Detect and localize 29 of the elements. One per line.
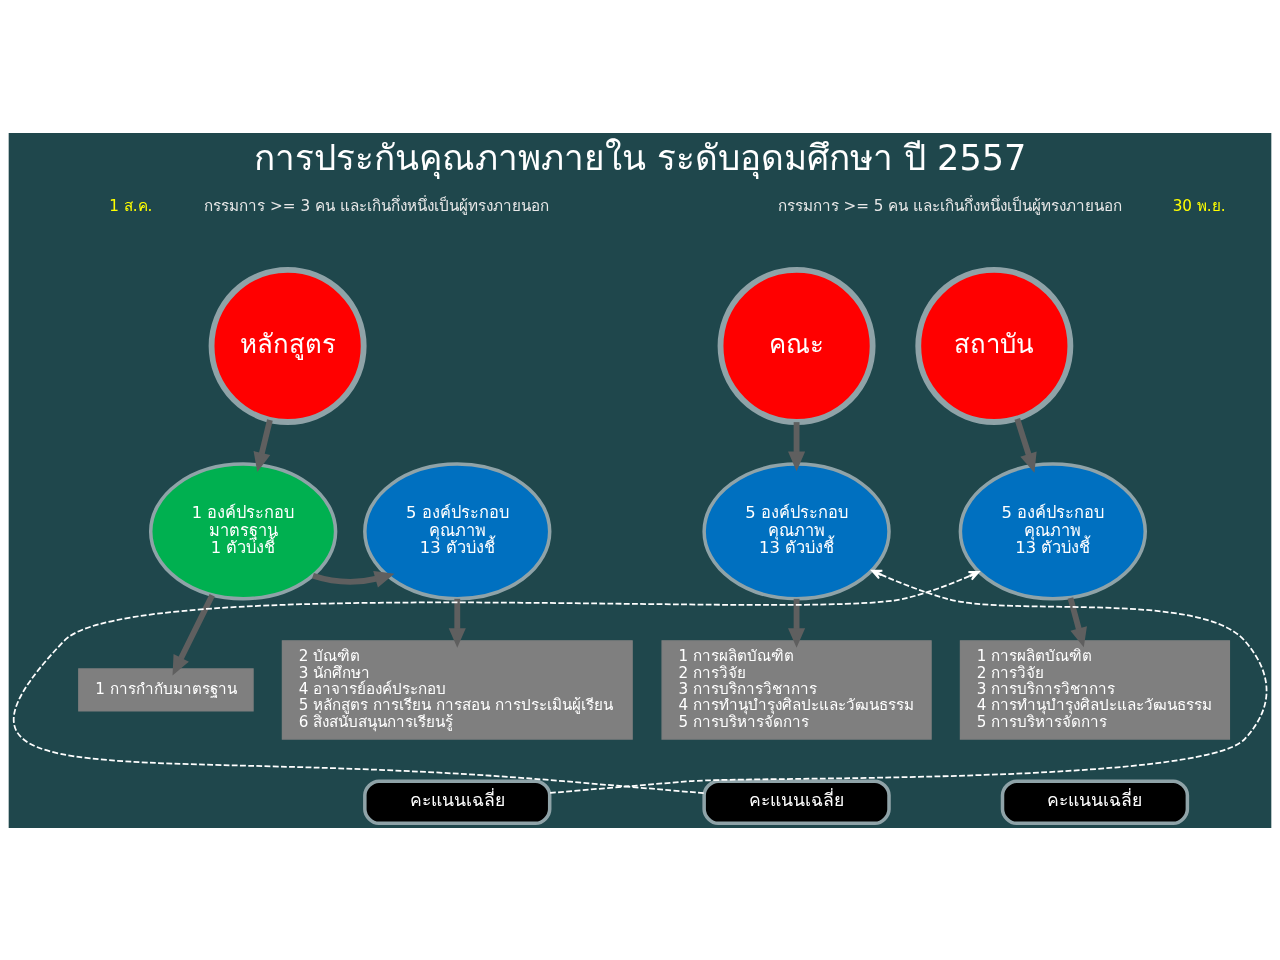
node-ellipse: 1 องค์ประกอบ มาตรฐาน 1 ตัวบ่งชี้ <box>148 461 338 600</box>
arrow <box>253 418 273 472</box>
arrow <box>13 570 980 794</box>
node-ellipse: 5 องค์ประกอบ คุณภาพ 13 ตัวบ่งชี้ <box>363 461 552 600</box>
label: กรรมการ >= 5 คน และเกินกึ่งหนึ่งเป็นผู้ทรงภายนอก <box>777 196 1123 215</box>
node-box: 2 บัณฑิต 3 นักศึกษา 4 อาจารย์องค์ประกอบ 5 หลักสูตร การเรียน การสอน การประเมินผู้เรียน 6 สิ่งสนับสนุนการเรียนรู้ <box>281 639 633 740</box>
node-box: 1 การผลิตบัณฑิต 2 การวิจัย 3 การบริการวิชาการ 4 การทำนุบำรุงศิลปะและวัฒนธรรม 5 การบริหารจัดการ <box>959 639 1231 740</box>
label: 1 ส.ค. <box>109 196 153 215</box>
label: กรรมการ >= 3 คน และเกินกึ่งหนึ่งเป็นผู้ทรงภายนอก <box>204 196 549 215</box>
diagram-title: การประกันคุณภาพภายใน ระดับอุดมศึกษา ปี 2557 <box>253 136 1027 178</box>
arrow <box>312 570 395 587</box>
arrow <box>448 598 466 648</box>
arrow <box>1014 417 1037 473</box>
node-ellipse: 5 องค์ประกอบ คุณภาพ 13 ตัวบ่งชี้ <box>958 461 1147 600</box>
node-box: 1 การกำกับมาตรฐาน <box>78 667 254 712</box>
arrow <box>788 598 806 648</box>
node-box: คะแนนเฉลี่ย <box>1000 778 1190 825</box>
node-ellipse: 5 องค์ประกอบ คุณภาพ 13 ตัวบ่งชี้ <box>702 461 891 600</box>
arrow <box>549 569 1268 794</box>
arrow <box>172 593 215 675</box>
label: 30 พ.ย. <box>1172 196 1226 215</box>
node-circle: คณะ <box>717 266 876 425</box>
node-box: คะแนนเฉลี่ย <box>363 778 552 825</box>
node-box: 1 การผลิตบัณฑิต 2 การวิจัย 3 การบริการวิชาการ 4 การทำนุบำรุงศิลปะและวัฒนธรรม 5 การบริหารจัดการ <box>661 639 932 740</box>
arrow <box>788 421 806 471</box>
node-circle: หลักสูตร <box>208 266 367 425</box>
node-circle: สถาบัน <box>915 266 1074 425</box>
arrow <box>1067 596 1087 647</box>
node-box: คะแนนเฉลี่ย <box>702 778 891 825</box>
